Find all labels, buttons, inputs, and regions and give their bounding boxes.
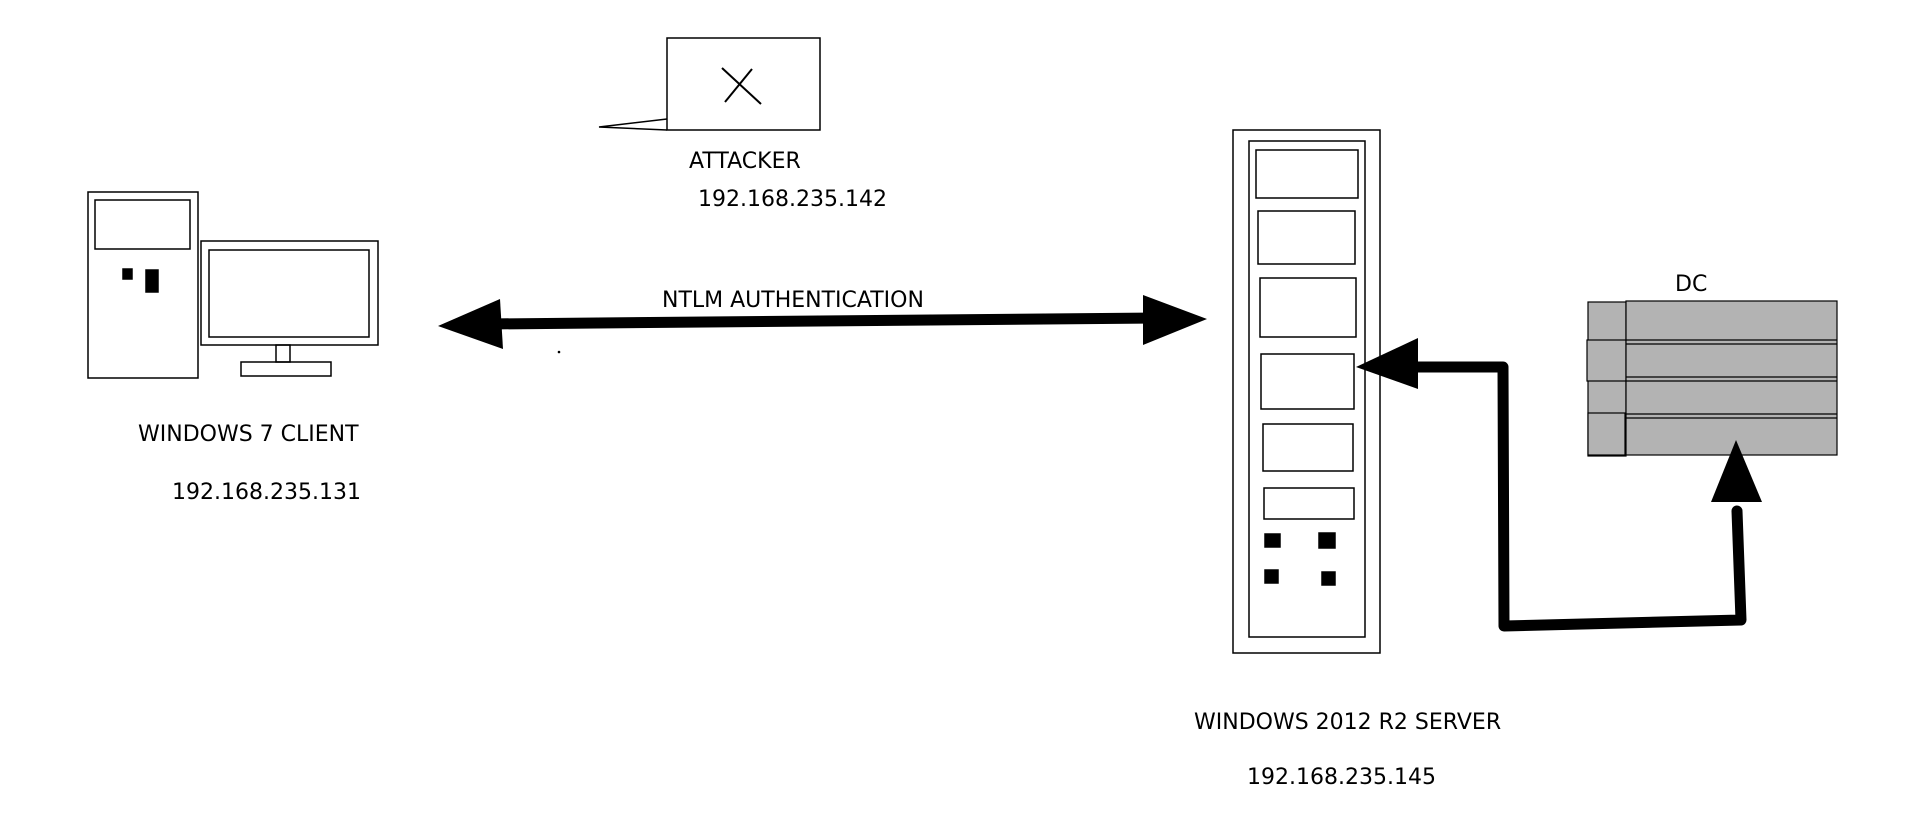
dc-storage-icon (1586, 300, 1838, 457)
server-ip-label: 192.168.235.145 (1247, 765, 1436, 790)
ntlm-authentication-arrow (438, 295, 1207, 354)
client-ip-label: 192.168.235.131 (172, 480, 361, 505)
stray-dot (557, 350, 561, 354)
attacker-device-icon (598, 37, 821, 131)
attacker-ip-label: 192.168.235.142 (698, 187, 887, 212)
client-name-label: WINDOWS 7 CLIENT (138, 422, 359, 447)
ntlm-edge-label: NTLM AUTHENTICATION (662, 288, 924, 313)
server-rack-icon (1232, 129, 1381, 654)
server-name-label: WINDOWS 2012 R2 SERVER (1194, 710, 1501, 735)
dc-to-server-connector (1356, 338, 1762, 632)
client-computer-icon (87, 191, 379, 379)
dc-name-label: DC (1675, 272, 1707, 297)
attacker-name-label: ATTACKER (689, 149, 801, 174)
